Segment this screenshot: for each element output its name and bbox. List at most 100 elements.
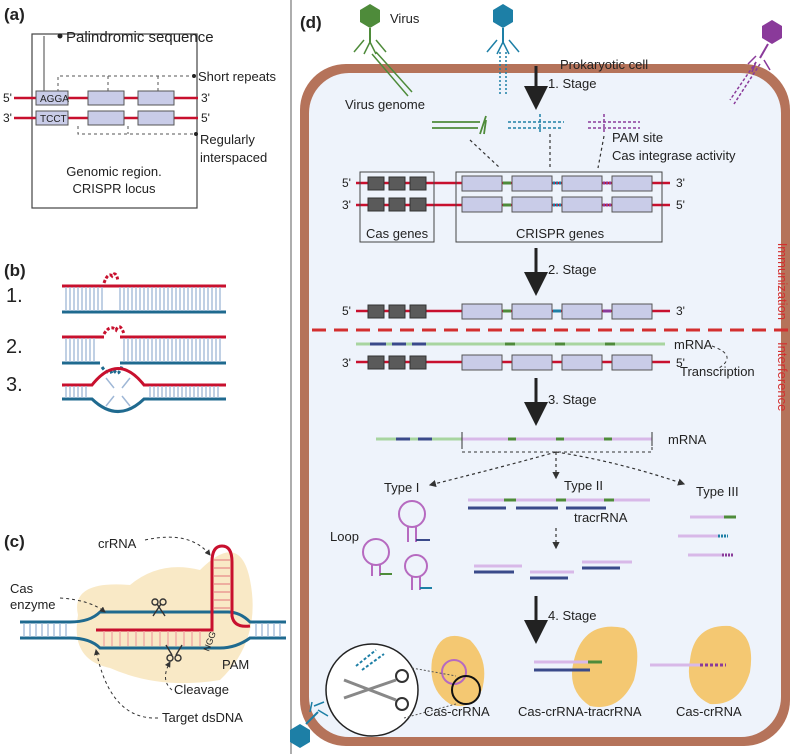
stage-4-label: 4. Stage: [548, 608, 596, 623]
seq-top: AGGA: [40, 94, 69, 105]
scissors-icon: [151, 598, 183, 662]
repeat-box: [87, 90, 125, 106]
b-step-3: 3.: [6, 374, 23, 396]
regularly-label-1: Regularly: [200, 132, 255, 147]
seq-bottom: TCCT: [40, 114, 67, 125]
dna-ladder-3: [62, 367, 226, 413]
zoom-lines: [403, 667, 457, 719]
d-3prime: 3': [342, 198, 351, 212]
cleavage-label: Cleavage: [174, 682, 229, 697]
a-top-5prime: 5': [3, 91, 12, 105]
type-1-arrow: [428, 451, 557, 488]
crispr-genes-label: CRISPR genes: [516, 226, 605, 241]
c-top-strand: [20, 610, 286, 624]
immunized-dna: 5' 3': [342, 303, 685, 320]
hairpin-bases: [214, 559, 230, 609]
crispr-locus-dna: 5' 3' 3' 5': [342, 171, 685, 243]
complex-2-label: Cas-crRNA-tracrRNA: [518, 704, 642, 719]
repeat-box: [137, 90, 175, 106]
target-label: Target dsDNA: [162, 710, 243, 725]
bottom-virus-icon: [290, 701, 329, 748]
interference-label: Interference: [775, 342, 790, 411]
panel-d: (d) Virus Prokaryotic cell 1. Stage Viru: [290, 4, 790, 748]
cas-gene-blocks: [367, 176, 427, 212]
target-arrow: [94, 649, 159, 719]
complex-1-label: Cas-crRNA: [424, 704, 490, 719]
cas-genes-label: Cas genes: [366, 226, 429, 241]
type-3-label: Type III: [696, 484, 739, 499]
type-1-loops: [362, 500, 432, 590]
mrna-label-1: mRNA: [674, 337, 713, 352]
palindromic-label: Palindromic sequence: [66, 29, 214, 46]
transcription-label: Transcription: [680, 364, 755, 379]
genomic-label-1: Genomic region.: [66, 164, 161, 179]
short-repeats-bracket: [57, 75, 192, 92]
virus-label: Virus: [390, 11, 420, 26]
loop-label: Loop: [330, 529, 359, 544]
d-5prime-end: 5': [676, 198, 685, 212]
genomic-label-2: CRISPR locus: [72, 181, 156, 196]
stage-1-label: 1. Stage: [548, 76, 596, 91]
short-repeats-label: Short repeats: [198, 69, 277, 84]
repeat-box: [137, 110, 175, 126]
purple-virus-icon: [729, 20, 782, 105]
interspaced-bracket: [77, 126, 196, 135]
a-top-3prime: 3': [201, 91, 210, 105]
panel-a: (a) Palindromic sequence Short repeats 5…: [3, 5, 277, 209]
cas-label-1: Cas: [10, 581, 34, 596]
b-step-1: 1.: [6, 285, 23, 307]
repeat-box: [87, 110, 125, 126]
d-5prime: 5': [342, 176, 351, 190]
cas-enzyme-shape: [76, 552, 253, 684]
type-1-label: Type I: [384, 480, 419, 495]
seq-box-top: [35, 90, 69, 106]
pam-site-label: PAM site: [612, 130, 663, 145]
c-rna-dna-pairs: [103, 631, 201, 646]
green-virus-icon: [353, 4, 413, 97]
mrna-label-2: mRNA: [668, 432, 707, 447]
d3-5prime: 5': [676, 356, 685, 370]
enzyme-complex-1: [431, 635, 485, 707]
palindromic-dot: [57, 33, 63, 39]
transcription-arrow: [711, 345, 728, 371]
type-3-rnas: [678, 515, 736, 557]
crispr-repeat-blocks: [461, 175, 653, 213]
stage-3-label: 3. Stage: [548, 392, 596, 407]
type-3-arrow: [555, 451, 686, 486]
crrna-arrow: [144, 536, 211, 556]
cas-label-2: enzyme: [10, 597, 56, 612]
complex-3-label: Cas-crRNA: [676, 704, 742, 719]
crrna-strand: [96, 544, 251, 632]
pam-label: PAM: [222, 657, 249, 672]
panel-a-letter: (a): [4, 5, 25, 24]
type-2-rnas: [468, 498, 650, 580]
virus-genome-label: Virus genome: [345, 97, 425, 112]
viral-fragments: [432, 114, 640, 169]
magnified-scissors-icon: [343, 649, 409, 711]
zoom-ring: [451, 675, 481, 705]
d2-3prime: 3': [676, 304, 685, 318]
a-bottom-3prime: 3': [3, 111, 12, 125]
cas-arrow: [59, 597, 106, 613]
d3-3prime: 3': [342, 356, 351, 370]
interspaced-dot: [194, 132, 198, 136]
d-3prime-end: 3': [676, 176, 685, 190]
tracrrna-label: tracrRNA: [574, 510, 628, 525]
panel-b-letter: (b): [4, 261, 26, 280]
cas-integrase-label: Cas integrase activity: [612, 148, 736, 163]
cleavage-arrow: [164, 661, 173, 691]
short-repeats-dot: [192, 74, 196, 78]
seq-box-bottom: [35, 110, 69, 126]
dna-ladder-1: [62, 272, 226, 314]
crispr-locus-box: [31, 33, 198, 209]
immunization-label: Immunization: [775, 243, 790, 320]
regularly-label-2: interspaced: [200, 150, 267, 165]
prokaryotic-label: Prokaryotic cell: [560, 57, 648, 72]
transcribed-dna: 3' 5': [342, 342, 685, 371]
stage-2-label: 2. Stage: [548, 262, 596, 277]
c-base-pairs: [23, 623, 281, 637]
dna-ladder-2: [62, 325, 226, 375]
c-bottom-strand: [20, 636, 286, 650]
panel-c-letter: (c): [4, 532, 25, 551]
